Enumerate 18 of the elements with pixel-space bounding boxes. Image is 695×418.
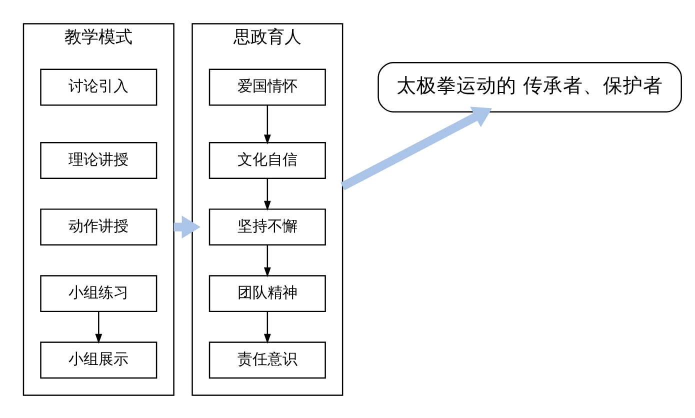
node-box: 动作讲授 [40, 208, 158, 246]
node-box: 小组练习 [40, 274, 158, 312]
arrow [95, 311, 102, 344]
node-box: 爱国情怀 [208, 68, 326, 106]
arrow [174, 215, 201, 238]
node-box: 团队精神 [208, 274, 326, 312]
arrow [340, 106, 492, 190]
node-box: 小组展示 [40, 341, 158, 378]
arrow [264, 104, 271, 144]
arrow [264, 178, 271, 210]
node-box: 坚持不懈 [208, 208, 326, 246]
node-box: 责任意识 [208, 341, 326, 378]
arrow [264, 311, 271, 344]
node-box: 太极拳运动的 传承者、保护者 [378, 61, 682, 112]
node-box: 文化自信 [208, 142, 326, 179]
arrow [264, 244, 271, 277]
node-box: 讨论引入 [40, 68, 158, 106]
node-box: 理论讲授 [40, 142, 158, 179]
